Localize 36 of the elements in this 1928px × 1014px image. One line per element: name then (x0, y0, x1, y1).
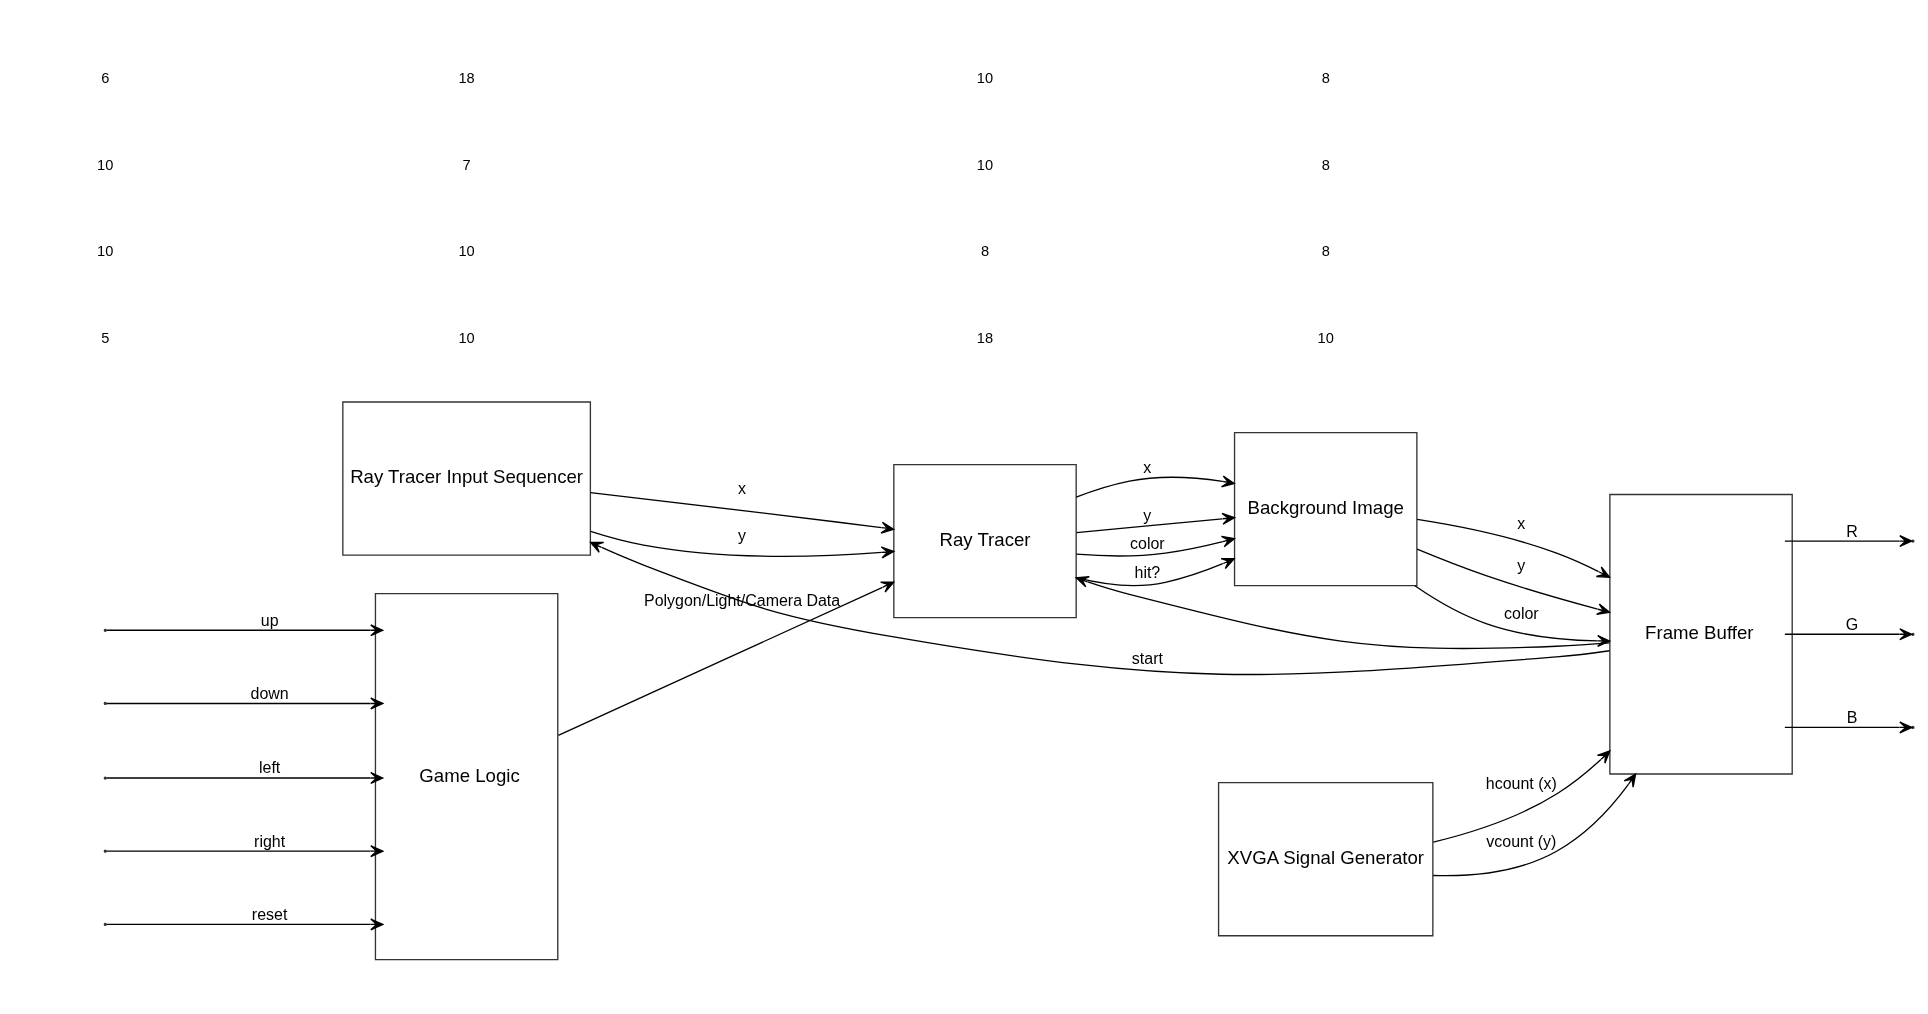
label: 10 (458, 329, 475, 346)
edge-label: x (1517, 514, 1526, 532)
label: 10 (458, 242, 475, 259)
label: 7 (462, 156, 471, 173)
edge-label: color (1504, 604, 1539, 622)
edge-label: x (1143, 458, 1152, 476)
label: 10 (1317, 329, 1334, 346)
label: 8 (1321, 242, 1330, 259)
label: 10 (976, 156, 994, 173)
edge-label: right (254, 832, 286, 850)
edge-label: x (738, 479, 747, 497)
edge-label: G (1845, 615, 1859, 633)
edge-label: y (1517, 556, 1526, 574)
edge-label: start (1131, 649, 1163, 667)
edge-label: up (260, 611, 279, 629)
edge-label: left (258, 758, 281, 776)
edge-label: color (1130, 534, 1165, 552)
label: 5 (101, 329, 110, 346)
label: 8 (1321, 156, 1330, 173)
edge-label: hit? (1134, 563, 1161, 581)
label: 10 (976, 69, 994, 86)
edge-label: down (250, 684, 289, 702)
edge-label: vcount (y) (1486, 832, 1557, 850)
edge-label: B (1846, 708, 1858, 726)
label: 8 (980, 242, 990, 259)
label: 6 (101, 69, 110, 86)
edge-label: hcount (x) (1485, 774, 1557, 792)
edge-label: R (1846, 522, 1858, 540)
label: 8 (1321, 69, 1330, 86)
label: 10 (97, 156, 114, 173)
label: 18 (976, 329, 994, 346)
edge-label: reset (251, 905, 288, 923)
edge-label: y (738, 526, 747, 544)
label: 18 (458, 69, 475, 86)
label: 10 (97, 242, 114, 259)
edge-label: y (1143, 506, 1152, 524)
